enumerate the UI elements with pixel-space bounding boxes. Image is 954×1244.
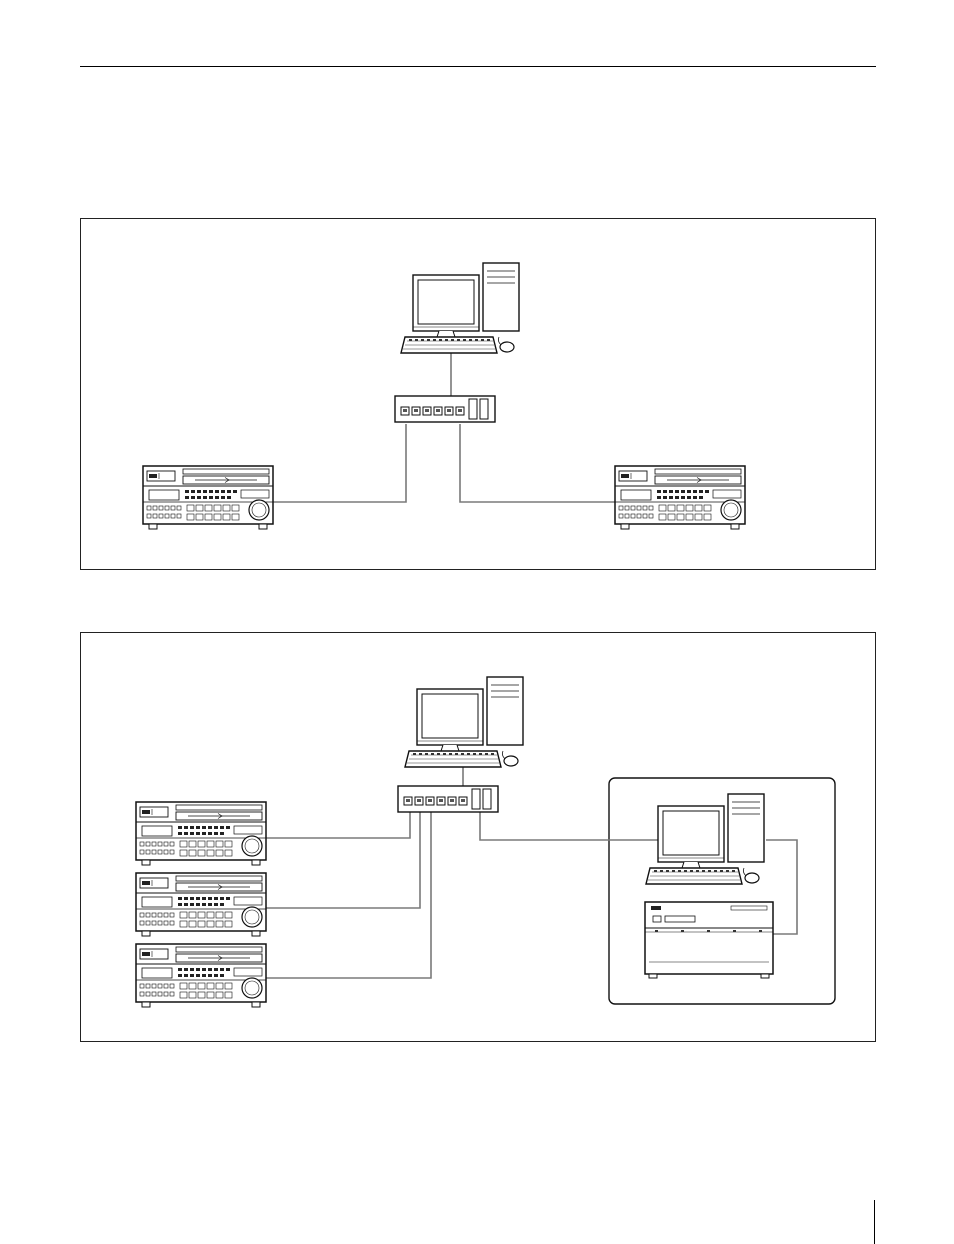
diagram-1 xyxy=(143,263,745,529)
vtr-deck-icon xyxy=(136,802,266,865)
server-icon xyxy=(645,902,773,978)
computer-icon xyxy=(405,677,523,767)
cable-hub-to-vtr-right xyxy=(460,424,620,502)
computer-icon xyxy=(401,263,519,353)
vtr-deck-icon xyxy=(143,466,273,529)
cable-hub-to-vtr-left xyxy=(268,424,406,502)
vtr-deck-icon xyxy=(615,466,745,529)
diagram-2 xyxy=(136,677,835,1007)
vtr-deck-icon xyxy=(136,944,266,1007)
cable-hub-to-vtr-3 xyxy=(265,812,431,978)
network-hub-icon xyxy=(395,396,495,422)
network-hub-icon xyxy=(398,786,498,812)
cable-hub-to-vtr-2 xyxy=(265,812,420,908)
cable-hub-to-vtr-1 xyxy=(265,812,410,838)
vtr-deck-icon xyxy=(136,873,266,936)
